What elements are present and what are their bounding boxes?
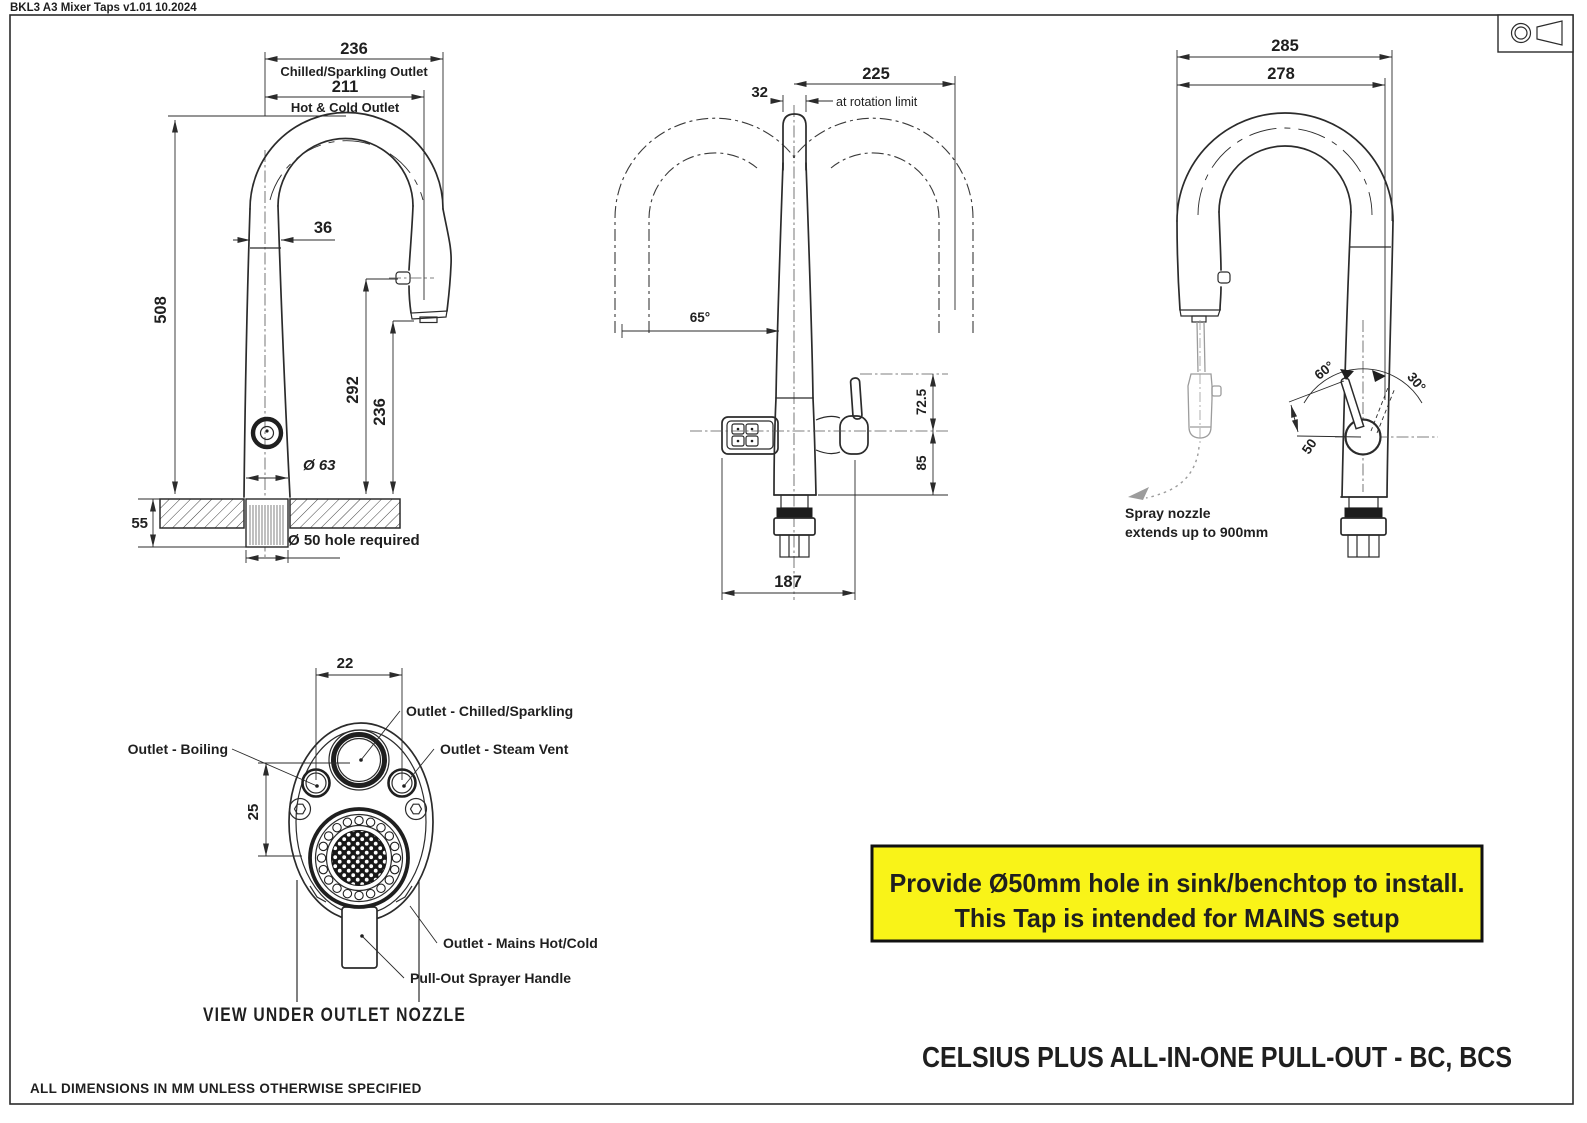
pullout-sprayer-ghost	[1128, 320, 1222, 500]
dim-height-508: 508	[152, 296, 170, 324]
sprayer-handle	[341, 906, 378, 969]
outlet-chilled-circle	[328, 729, 390, 791]
label-under-handle: Pull-Out Sprayer Handle	[410, 970, 571, 986]
side-view-shank	[1340, 496, 1388, 558]
side-lever	[1288, 368, 1438, 456]
dim-angle-30: 30°	[1404, 369, 1429, 394]
dim-height-236: 236	[371, 398, 389, 426]
drawing-border	[9, 14, 1574, 1105]
warning-box-bg	[870, 844, 1484, 943]
label-hotcold-outlet: Hot & Cold Outlet	[291, 100, 400, 115]
dim-72-5: 72.5	[914, 388, 929, 415]
spray-direction-arrow-icon	[1128, 487, 1149, 500]
dim-under-22: 22	[337, 655, 354, 672]
label-chilled-outlet: Chilled/Sparkling Outlet	[280, 64, 428, 79]
front-dial-button	[250, 416, 284, 450]
dim-base-187: 187	[774, 573, 802, 591]
rotation-view: 32 225 at rotation limit 65° 72.5 85 187	[614, 65, 974, 600]
note-spray-2: extends up to 900mm	[1125, 524, 1268, 540]
label-under-mains: Outlet - Mains Hot/Cold	[443, 935, 598, 951]
dim-reach-225: 225	[862, 65, 890, 83]
dim-front-211: 211	[332, 78, 359, 96]
dim-85: 85	[914, 455, 929, 471]
fixing-bolt-right	[404, 797, 428, 821]
dim-reach-285: 285	[1271, 37, 1299, 55]
under-nozzle-view: 22 25 Outlet - Chilled/Sparkling Outlet …	[128, 655, 598, 1026]
mixer-lever	[815, 377, 869, 455]
label-under-steam: Outlet - Steam Vent	[440, 741, 569, 757]
threaded-shank	[245, 498, 289, 548]
keypad	[721, 416, 779, 455]
warning-line2: This Tap is intended for MAINS setup	[955, 903, 1400, 933]
warning-box: Provide Ø50mm hole in sink/benchtop to i…	[870, 844, 1484, 943]
doc-ref: BKL3 A3 Mixer Taps v1.01 10.2024	[10, 2, 197, 14]
dim-spout-36: 36	[314, 219, 332, 237]
dim-height-292: 292	[344, 376, 362, 404]
footer-note: ALL DIMENSIONS IN MM UNLESS OTHERWISE SP…	[30, 1081, 422, 1096]
label-under-chilled: Outlet - Chilled/Sparkling	[406, 703, 573, 719]
product-title: CELSIUS PLUS ALL-IN-ONE PULL-OUT - BC, B…	[922, 1042, 1512, 1074]
front-view: 236 Chilled/Sparkling Outlet 211 Hot & C…	[131, 40, 452, 563]
dim-reach-278: 278	[1267, 65, 1295, 83]
dim-angle-60: 60°	[1312, 358, 1337, 382]
projection-symbol-icon	[1497, 14, 1574, 53]
note-hole-50: Ø 50 hole required	[288, 532, 420, 549]
caption-under-view: VIEW UNDER OUTLET NOZZLE	[203, 1004, 466, 1026]
note-rotation-limit: at rotation limit	[836, 95, 918, 109]
side-view: Spray nozzle extends up to 900mm 60° 30°…	[1125, 37, 1438, 558]
rotation-view-shank	[773, 494, 816, 558]
outlet-mains-aerator	[308, 807, 410, 909]
note-spray-1: Spray nozzle	[1125, 505, 1211, 521]
dim-angle-65: 65°	[690, 310, 710, 325]
dim-bench-55: 55	[131, 515, 148, 532]
fixing-bolt-left	[288, 797, 312, 821]
label-under-boiling: Outlet - Boiling	[128, 741, 228, 757]
side-spout-button	[1217, 271, 1231, 284]
dim-lever-50: 50	[1299, 436, 1320, 457]
dim-cap-32: 32	[751, 84, 768, 101]
dim-front-236: 236	[340, 40, 368, 58]
dim-dia-63: Ø 63	[303, 457, 336, 474]
dim-under-25: 25	[245, 804, 262, 821]
warning-line1: Provide Ø50mm hole in sink/benchtop to i…	[890, 868, 1465, 898]
benchtop-section	[159, 498, 401, 529]
